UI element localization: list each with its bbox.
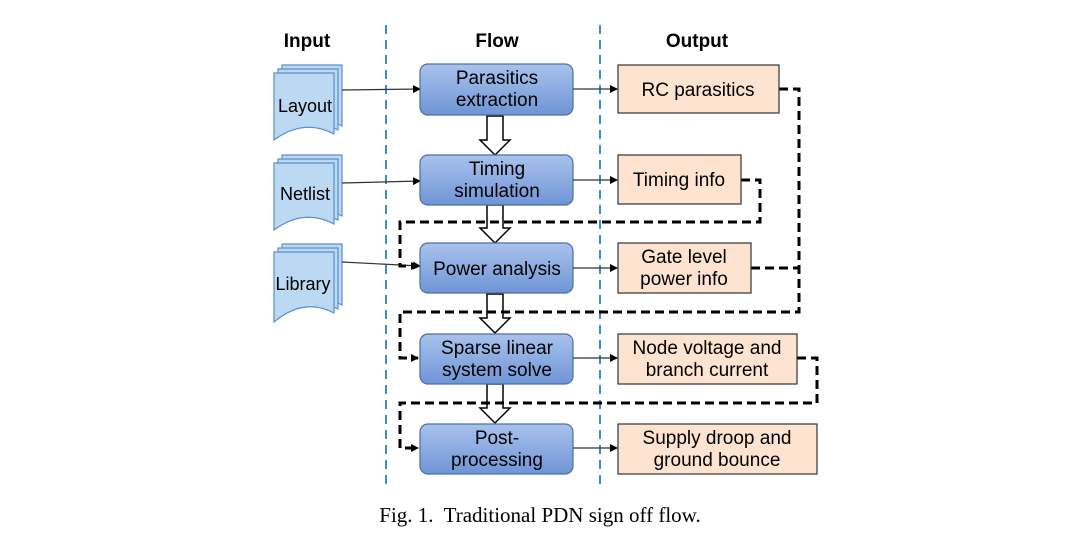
input-doc-layout: Layout: [273, 64, 343, 142]
arrow-netlist-to-timing: [341, 177, 421, 186]
header-input: Input: [284, 31, 331, 52]
svg-text:Sparse linear: Sparse linear: [441, 338, 554, 359]
header-output: Output: [666, 31, 729, 52]
flow-step-post-processing: Post- processing: [419, 423, 574, 475]
svg-text:Supply droop and: Supply droop and: [643, 428, 792, 449]
svg-text:Timing: Timing: [469, 159, 525, 180]
svg-text:Node voltage and: Node voltage and: [633, 338, 782, 359]
svg-text:branch current: branch current: [646, 360, 769, 381]
svg-text:Parasitics: Parasitics: [456, 68, 538, 89]
svg-text:system solve: system solve: [442, 360, 552, 381]
svg-text:ground bounce: ground bounce: [654, 450, 781, 471]
hollow-arrow-2: [478, 204, 512, 245]
input-doc-netlist: Netlist: [273, 154, 343, 232]
input-label-layout: Layout: [278, 96, 332, 116]
dashed-timing-info-to-power: [398, 178, 762, 270]
svg-text:power info: power info: [640, 269, 728, 290]
output-timing-info: Timing info: [617, 154, 742, 205]
output-supply-droop-ground-bounce: Supply droop and ground bounce: [617, 423, 818, 475]
svg-text:RC parasitics: RC parasitics: [642, 80, 755, 101]
output-rc-parasitics: RC parasitics: [617, 64, 780, 114]
svg-text:Timing info: Timing info: [633, 170, 725, 191]
arrow-layout-to-parasitics: [341, 85, 421, 94]
dashed-rc-parasitics-to-solve: [398, 87, 801, 362]
flow-step-timing-simulation: Timing simulation: [419, 154, 574, 206]
svg-text:simulation: simulation: [454, 181, 540, 202]
input-label-netlist: Netlist: [280, 184, 330, 204]
input-doc-library: Library: [273, 243, 343, 324]
svg-text:Post-: Post-: [475, 428, 519, 449]
dashed-node-voltage-to-post: [398, 356, 819, 452]
arrow-library-to-power: [341, 261, 421, 270]
flow-step-sparse-linear-solve: Sparse linear system solve: [419, 333, 574, 385]
input-label-library: Library: [275, 274, 330, 294]
flow-step-power-analysis: Power analysis: [419, 242, 574, 294]
svg-text:Gate level: Gate level: [641, 247, 727, 268]
hollow-arrow-1: [478, 115, 512, 157]
figure-caption: Fig. 1. Traditional PDN sign off flow.: [379, 503, 700, 527]
svg-text:extraction: extraction: [456, 90, 538, 111]
output-node-voltage-branch-current: Node voltage and branch current: [617, 333, 798, 385]
header-flow: Flow: [475, 31, 518, 52]
svg-text:Power analysis: Power analysis: [433, 259, 561, 280]
svg-text:processing: processing: [451, 450, 543, 471]
flow-step-parasitics-extraction: Parasitics extraction: [419, 63, 574, 116]
output-gate-level-power-info: Gate level power info: [617, 242, 752, 294]
